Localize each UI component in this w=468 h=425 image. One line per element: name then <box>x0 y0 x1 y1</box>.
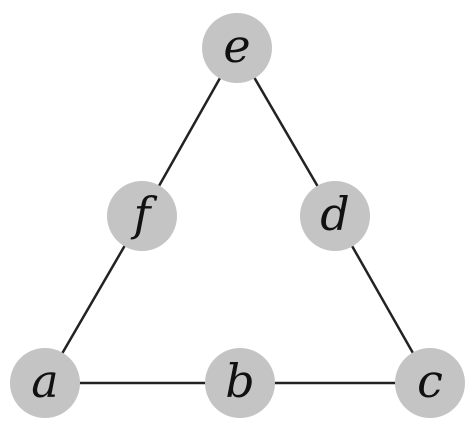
node-a: a <box>10 348 80 418</box>
node-e-label: e <box>223 19 250 73</box>
nodes-layer: a b c d e f <box>10 13 465 418</box>
node-d: d <box>300 181 370 251</box>
node-c: c <box>395 348 465 418</box>
node-b: b <box>205 348 275 418</box>
node-d-circle <box>300 181 370 251</box>
edges-layer <box>43 46 432 385</box>
node-e: e <box>202 13 272 83</box>
node-b-circle <box>205 348 275 418</box>
node-e-circle <box>202 13 272 83</box>
node-f: f <box>107 181 177 251</box>
node-d-label: d <box>320 187 349 241</box>
node-c-circle <box>395 348 465 418</box>
node-c-label: c <box>417 354 443 408</box>
node-b-label: b <box>225 354 254 408</box>
node-a-label: a <box>31 354 58 408</box>
node-f-circle <box>107 181 177 251</box>
node-a-circle <box>10 348 80 418</box>
